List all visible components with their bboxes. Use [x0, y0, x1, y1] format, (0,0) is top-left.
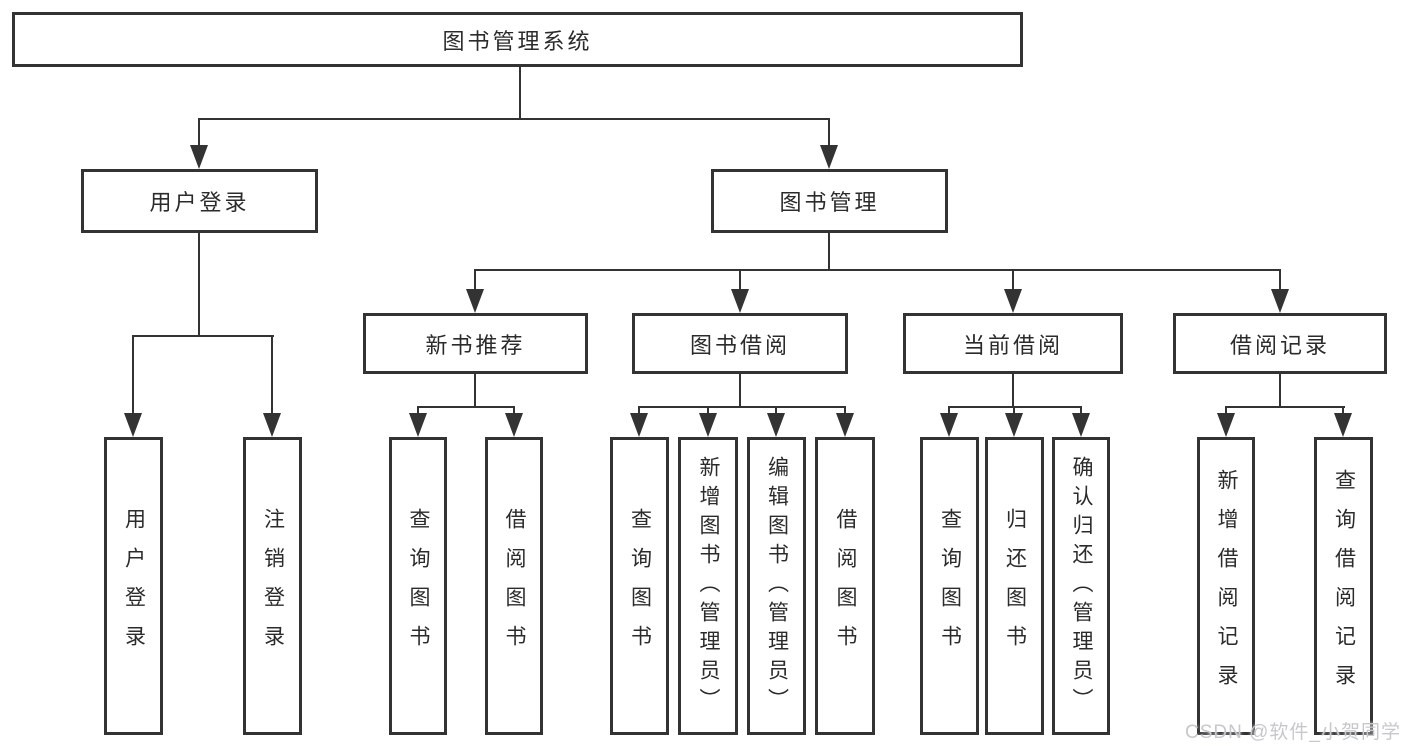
leaf-borrow-books-label: 借阅图书 — [834, 508, 858, 664]
connector-line — [638, 406, 846, 408]
arrowhead-down-icon — [1004, 289, 1022, 313]
leaf-query-books-current-label: 查询图书 — [938, 508, 962, 664]
node-user-login-branch: 用户登录 — [81, 169, 318, 233]
connector-line — [132, 335, 274, 337]
connector-line — [1012, 374, 1014, 408]
connector-line — [828, 233, 830, 271]
leaf-query-books-borrowing: 查询图书 — [610, 437, 669, 735]
leaf-query-borrow-record: 查询借阅记录 — [1314, 437, 1373, 735]
connector-line — [1225, 406, 1227, 415]
node-new-book-recommend: 新书推荐 — [363, 313, 588, 374]
leaf-borrow-books: 借阅图书 — [815, 437, 875, 735]
connector-line — [1080, 406, 1082, 415]
leaf-borrow-books-recommend-label: 借阅图书 — [503, 508, 527, 664]
leaf-add-books-admin: 新增图书（管理员） — [678, 437, 738, 735]
connector-line — [132, 335, 134, 414]
connector-line — [707, 406, 709, 415]
leaf-add-borrow-record: 新增借阅记录 — [1197, 437, 1255, 735]
leaf-query-books-recommend: 查询图书 — [389, 437, 447, 735]
node-book-management-branch: 图书管理 — [711, 169, 948, 233]
leaf-logout-label: 注销登录 — [261, 508, 285, 664]
arrowhead-down-icon — [699, 413, 717, 437]
leaf-confirm-return-admin: 确认归还（管理员） — [1052, 437, 1110, 735]
leaf-edit-books-admin: 编辑图书（管理员） — [747, 437, 806, 735]
leaf-query-books-current: 查询图书 — [920, 437, 979, 735]
leaf-logout: 注销登录 — [243, 437, 302, 735]
connector-line — [739, 374, 741, 408]
leaf-query-borrow-record-label: 查询借阅记录 — [1332, 469, 1356, 703]
connector-line — [1279, 374, 1281, 408]
arrowhead-down-icon — [124, 413, 142, 437]
connector-line — [417, 406, 515, 408]
connector-line — [198, 118, 200, 148]
arrowhead-down-icon — [940, 413, 958, 437]
leaf-return-books-label: 归还图书 — [1003, 508, 1027, 664]
leaf-query-books-recommend-label: 查询图书 — [407, 508, 431, 664]
watermark: CSDN @软件_小贺同学 — [1185, 722, 1401, 743]
arrowhead-down-icon — [1005, 413, 1023, 437]
connector-line — [198, 232, 200, 337]
leaf-query-books-borrowing-label: 查询图书 — [628, 508, 652, 664]
leaf-user-login: 用户登录 — [104, 437, 163, 735]
node-borrowing-records: 借阅记录 — [1173, 313, 1387, 374]
arrowhead-down-icon — [1271, 289, 1289, 313]
root-node-library-system: 图书管理系统 — [12, 12, 1023, 67]
leaf-confirm-return-admin-label: 确认归还（管理员） — [1070, 455, 1094, 717]
arrowhead-down-icon — [190, 145, 208, 169]
connector-line — [948, 406, 950, 415]
node-current-borrowing: 当前借阅 — [903, 313, 1123, 374]
connector-line — [1012, 269, 1014, 292]
leaf-user-login-label: 用户登录 — [122, 508, 146, 664]
arrowhead-down-icon — [1217, 413, 1235, 437]
arrowhead-down-icon — [1334, 413, 1352, 437]
connector-line — [198, 118, 830, 120]
connector-line — [1225, 406, 1345, 408]
connector-line — [739, 269, 741, 292]
connector-line — [1342, 406, 1344, 415]
arrowhead-down-icon — [466, 289, 484, 313]
connector-line — [474, 374, 476, 408]
leaf-borrow-books-recommend: 借阅图书 — [485, 437, 543, 735]
connector-line — [948, 406, 1082, 408]
connector-line — [271, 335, 273, 414]
connector-line — [828, 118, 830, 148]
leaf-edit-books-admin-label: 编辑图书（管理员） — [765, 455, 789, 717]
connector-line — [474, 269, 476, 292]
connector-line — [513, 406, 515, 415]
arrowhead-down-icon — [630, 413, 648, 437]
leaf-add-borrow-record-label: 新增借阅记录 — [1215, 469, 1239, 703]
connector-line — [1279, 269, 1281, 292]
arrowhead-down-icon — [836, 413, 854, 437]
connector-line — [775, 406, 777, 415]
arrowhead-down-icon — [1072, 413, 1090, 437]
node-book-borrowing: 图书借阅 — [632, 313, 848, 374]
connector-line — [474, 269, 1281, 271]
arrowhead-down-icon — [820, 145, 838, 169]
arrowhead-down-icon — [505, 413, 523, 437]
leaf-return-books: 归还图书 — [985, 437, 1044, 735]
connector-line — [1013, 406, 1015, 415]
connector-line — [417, 406, 419, 415]
connector-line — [638, 406, 640, 415]
arrowhead-down-icon — [263, 413, 281, 437]
arrowhead-down-icon — [767, 413, 785, 437]
arrowhead-down-icon — [409, 413, 427, 437]
leaf-add-books-admin-label: 新增图书（管理员） — [697, 455, 721, 717]
connector-line — [519, 67, 521, 120]
arrowhead-down-icon — [731, 289, 749, 313]
connector-line — [844, 406, 846, 415]
